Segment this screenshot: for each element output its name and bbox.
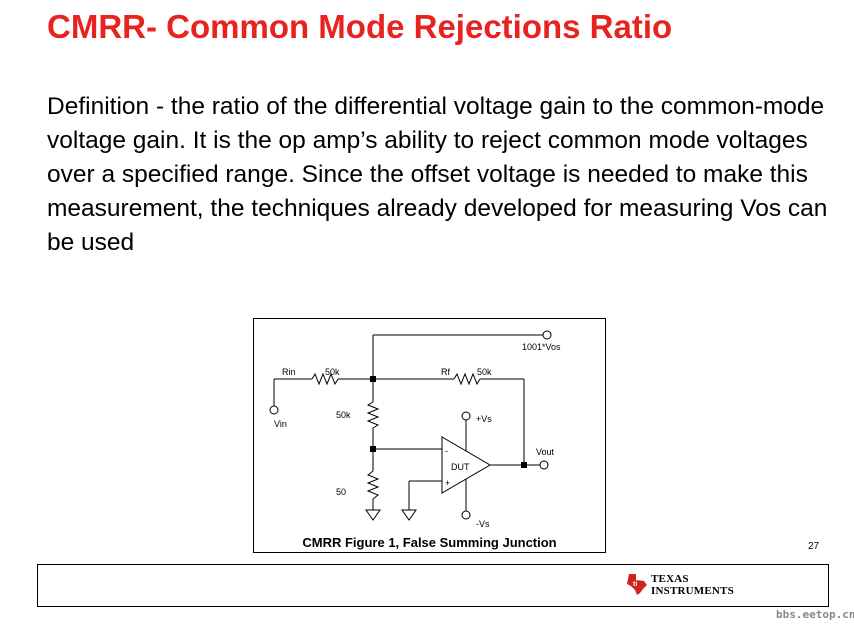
vin-terminal [269,405,279,415]
svg-text:ti: ti [633,581,637,588]
r50-resistor [366,470,380,500]
ground-symbol-2 [401,509,417,521]
label-output-top: 1001*Vos [522,342,561,352]
ground-symbol-1 [365,509,381,521]
definition-text: Definition - the ratio of the differenti… [47,93,828,256]
slide-title: CMRR- Common Mode Rejections Ratio [47,8,673,45]
label-vin: Vin [274,419,287,429]
label-rin: Rin [282,367,296,377]
vout-terminal [539,460,549,470]
cmrr-circuit-figure: 1001*Vos Rin 50k Rf 50k Vin 50k 50 +Vs -… [253,318,606,553]
label-minus-input: - [445,446,448,456]
rin-resistor [311,372,339,386]
texas-instruments-logo: ti TEXAS INSTRUMENTS [626,570,746,602]
junction-node-1 [370,376,376,382]
neg-supply-terminal [461,510,471,520]
label-rf-value: 50k [477,367,492,377]
label-vout: Vout [536,447,555,457]
label-r-mid: 50k [336,410,351,420]
r50k-resistor [366,401,380,429]
pos-supply-terminal [461,411,471,421]
label-r-low: 50 [336,487,346,497]
rf-resistor [453,372,481,386]
page-number: 27 [808,541,820,552]
logo-line-texas: TEXAS [651,573,689,585]
texas-state-icon: ti [627,574,647,595]
junction-node-3 [521,462,527,468]
circuit-schematic: 1001*Vos Rin 50k Rf 50k Vin 50k 50 +Vs -… [269,330,561,529]
label-neg-supply: -Vs [476,519,490,529]
label-pos-supply: +Vs [476,414,492,424]
figure-caption: CMRR Figure 1, False Summing Junction [302,535,557,550]
label-rf: Rf [441,367,450,377]
watermark: bbs.eetop.cn [776,608,854,621]
label-plus-input: + [445,478,450,488]
logo-line-instruments: INSTRUMENTS [651,585,734,597]
label-dut: DUT [451,462,470,472]
footer-bar [37,564,829,607]
label-rin-value: 50k [325,367,340,377]
junction-node-2 [370,446,376,452]
output-terminal-top [542,330,552,340]
